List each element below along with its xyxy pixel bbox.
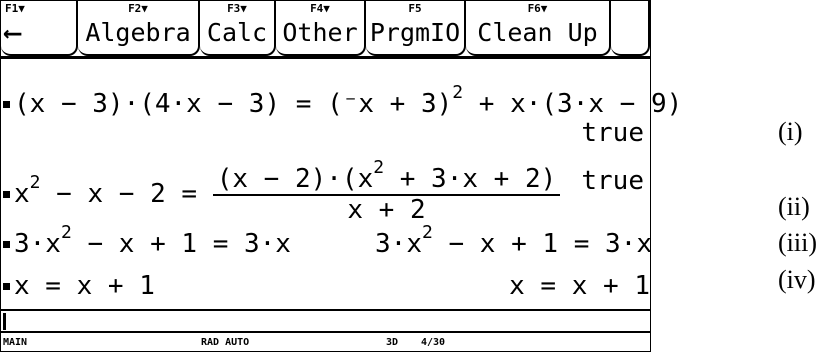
tab-label: Calc [206, 18, 268, 47]
history-result-3: 3·x2 − x + 1 = 3·x [375, 222, 652, 259]
tab-clean-up[interactable]: F6▼ Clean Up [466, 1, 611, 56]
fkey-label: F1▼ [5, 2, 25, 15]
entry-expression: x2 − x − 2 = [14, 171, 213, 209]
history-result-4: x = x + 1 [509, 271, 650, 301]
tab-f1-tools[interactable]: F1▼ ⟵ [1, 1, 78, 56]
entry-fraction: (x − 2)·(x2 + 3·x + 2)x + 2 [212, 159, 561, 225]
history-entry-1[interactable]: (x − 3)·(4·x − 3) = (⁻x + 3)2 + x·(3·x −… [1, 82, 683, 119]
entry-line-input[interactable] [1, 309, 650, 333]
tools-arrow-icon: ⟵ [5, 18, 21, 47]
calculator-screen: F1▼ ⟵ F2▼ Algebra F3▼ Calc F4▼ Other F5 … [0, 0, 682, 352]
tab-label: Other [282, 18, 358, 47]
tab-prgmio[interactable]: F5 PrgmIO [366, 1, 466, 56]
status-folder: MAIN [3, 337, 28, 348]
toolbar: F1▼ ⟵ F2▼ Algebra F3▼ Calc F4▼ Other F5 … [1, 1, 650, 59]
entry-bullet-icon [3, 241, 10, 248]
label-i: (i) [778, 117, 803, 146]
text-cursor [3, 313, 6, 330]
tab-label: Algebra [85, 18, 191, 47]
entry-bullet-icon [3, 283, 10, 290]
fkey-label: F6▼ [527, 2, 548, 15]
status-bar: MAIN RAD AUTO 3D 4/30 [1, 334, 650, 352]
tab-label: Clean Up [477, 18, 598, 47]
entry-expression: x = x + 1 [14, 271, 155, 301]
tab-calc[interactable]: F3▼ Calc [200, 1, 276, 56]
history-result-1: true [581, 118, 644, 148]
entry-bullet-icon [3, 101, 10, 108]
fkey-label: F5 [408, 2, 422, 15]
entry-bullet-icon [3, 190, 10, 198]
label-iii: (iii) [778, 228, 817, 257]
history-entry-3[interactable]: 3·x2 − x + 1 = 3·x [1, 222, 291, 259]
status-history-count: 4/30 [421, 337, 446, 348]
fkey-label: F4▼ [310, 2, 330, 15]
status-graph-mode: 3D [386, 337, 399, 348]
entry-expression: (x − 3)·(4·x − 3) = (⁻x + 3)2 + x·(3·x −… [14, 82, 683, 119]
tab-label: PrgmIO [369, 18, 461, 47]
history-entry-2[interactable]: x2 − x − 2 = (x − 2)·(x2 + 3·x + 2)x + 2 [1, 159, 561, 225]
fkey-label: F2▼ [128, 2, 148, 15]
label-iv: (iv) [778, 265, 816, 294]
history-result-2: true [581, 166, 644, 196]
entry-expression: 3·x2 − x + 1 = 3·x [14, 222, 291, 259]
status-mode: RAD AUTO [201, 337, 250, 348]
label-ii: (ii) [778, 192, 810, 221]
tab-algebra[interactable]: F2▼ Algebra [78, 1, 200, 56]
tab-f7-empty[interactable] [611, 1, 650, 56]
fraction-denominator: x + 2 [347, 195, 426, 225]
fraction-numerator: (x − 2)·(x2 + 3·x + 2) [212, 159, 561, 196]
history-entry-4[interactable]: x = x + 1 [1, 271, 155, 301]
fkey-label: F3▼ [227, 2, 247, 15]
tab-other[interactable]: F4▼ Other [276, 1, 366, 56]
